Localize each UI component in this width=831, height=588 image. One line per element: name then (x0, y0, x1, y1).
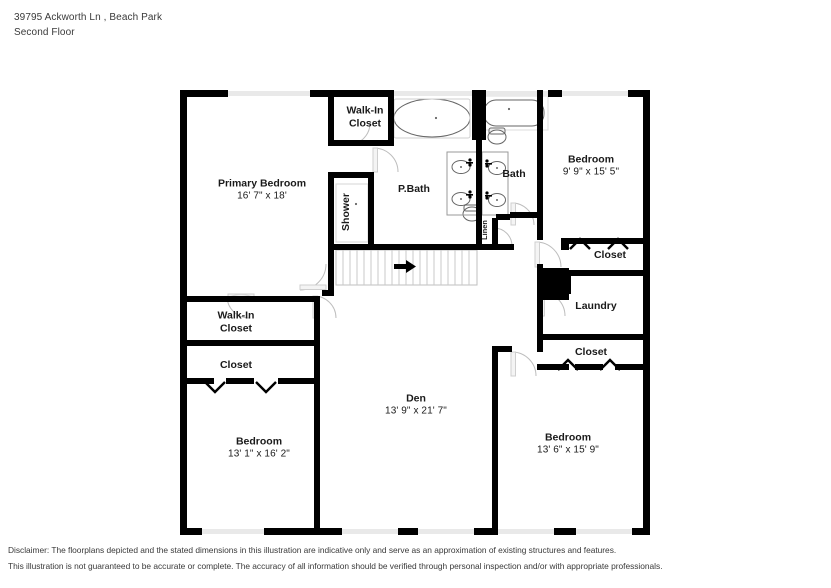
vanity-icon-pbath (446, 151, 478, 216)
floor-label: Second Floor (14, 27, 75, 38)
shower-icon (335, 183, 369, 243)
toilet-icon-bath (487, 127, 507, 145)
walls-layer (180, 90, 650, 535)
bathtub-oval-icon (393, 98, 471, 138)
bathtub-rect-icon (483, 99, 545, 127)
disclaimer-line-2: This illustration is not guaranteed to b… (8, 561, 663, 571)
floorplan-drawing (180, 90, 650, 535)
vanity-icon-bath (481, 151, 509, 216)
property-address: 39795 Ackworth Ln , Beach Park (14, 12, 163, 23)
disclaimer-line-1: Disclaimer: The floorplans depicted and … (8, 545, 617, 555)
stairs-direction-arrow-icon (394, 260, 416, 273)
fixtures-layer (335, 95, 549, 243)
